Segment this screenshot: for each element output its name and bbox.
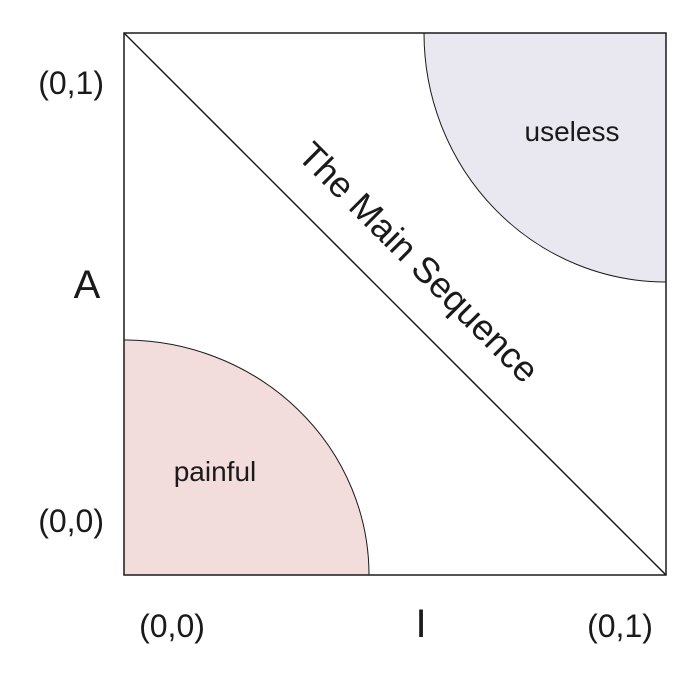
y-axis-top-tick: (0,1)	[38, 65, 104, 101]
painful-zone	[123, 339, 370, 576]
y-axis-label: A	[74, 263, 101, 307]
useless-label: useless	[525, 116, 620, 147]
main-sequence-line	[123, 32, 667, 576]
y-axis-bottom-tick: (0,0)	[38, 503, 104, 539]
painful-label: painful	[174, 456, 257, 487]
x-axis-left-tick: (0,0)	[139, 608, 205, 644]
useless-zone	[423, 32, 667, 283]
plot-frame	[123, 32, 667, 576]
x-axis-label: I	[415, 602, 426, 646]
x-axis-right-tick: (0,1)	[587, 608, 653, 644]
